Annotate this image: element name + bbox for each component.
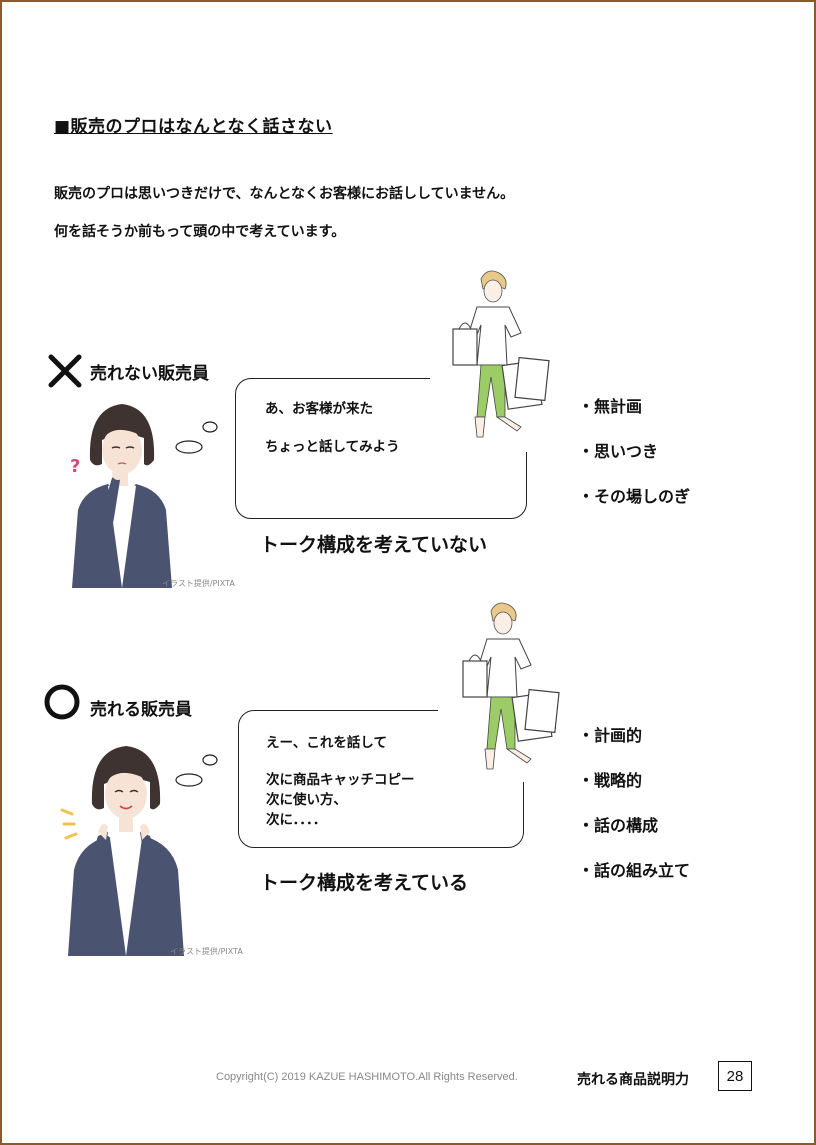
copyright-text: Copyright(C) 2019 KAZUE HASHIMOTO.All Ri…: [216, 1071, 518, 1083]
bad-seller-label: 売れない販売員: [90, 364, 209, 384]
circle-icon: [44, 684, 80, 720]
good-thought-bubble: [238, 710, 524, 848]
thought-bubble-dots: [175, 754, 218, 787]
confident-saleswoman-illustration: [60, 746, 184, 956]
shopper-illustration: [452, 270, 550, 438]
intro-line-1: 販売のプロは思いつきだけで、なんとなくお客様にお話ししていません。: [54, 186, 515, 202]
good-caption: トーク構成を考えている: [260, 872, 469, 894]
bad-caption: トーク構成を考えていない: [260, 534, 488, 556]
svg-text:?: ?: [70, 456, 80, 477]
bad-point: ・思いつき: [578, 442, 659, 461]
bad-illustration-credit: イラスト提供/PIXTA: [162, 579, 235, 588]
bad-point: ・その場しのぎ: [578, 487, 691, 506]
good-bubble-line: えー、これを話して: [266, 735, 387, 751]
good-seller-label: 売れる販売員: [90, 700, 192, 720]
intro-line-2: 何を話そうか前もって頭の中で考えています。: [54, 224, 346, 240]
worried-saleswoman-illustration: ?: [70, 404, 172, 588]
good-point: ・話の組み立て: [578, 861, 691, 880]
shopper-illustration: [462, 602, 560, 770]
book-title: 売れる商品説明力: [577, 1072, 689, 1088]
page-heading: ■販売のプロはなんとなく話さない: [54, 117, 333, 137]
bad-point: ・無計画: [578, 397, 643, 416]
bad-bubble-line: ちょっと話してみよう: [265, 439, 400, 455]
page-number: 28: [718, 1061, 752, 1091]
bad-bubble-line: あ、お客様が来た: [265, 401, 373, 417]
good-point: ・話の構成: [578, 816, 659, 835]
good-point: ・計画的: [578, 726, 643, 745]
good-bubble-line: 次に．．．．: [266, 812, 327, 828]
thought-bubble-dots: [175, 421, 218, 454]
cross-icon: [48, 354, 82, 388]
good-bubble-line: 次に商品キャッチコピー: [266, 772, 415, 788]
good-illustration-credit: イラスト提供/PIXTA: [170, 947, 243, 956]
good-bubble-line: 次に使い方、: [266, 792, 347, 808]
good-point: ・戦略的: [578, 771, 643, 790]
